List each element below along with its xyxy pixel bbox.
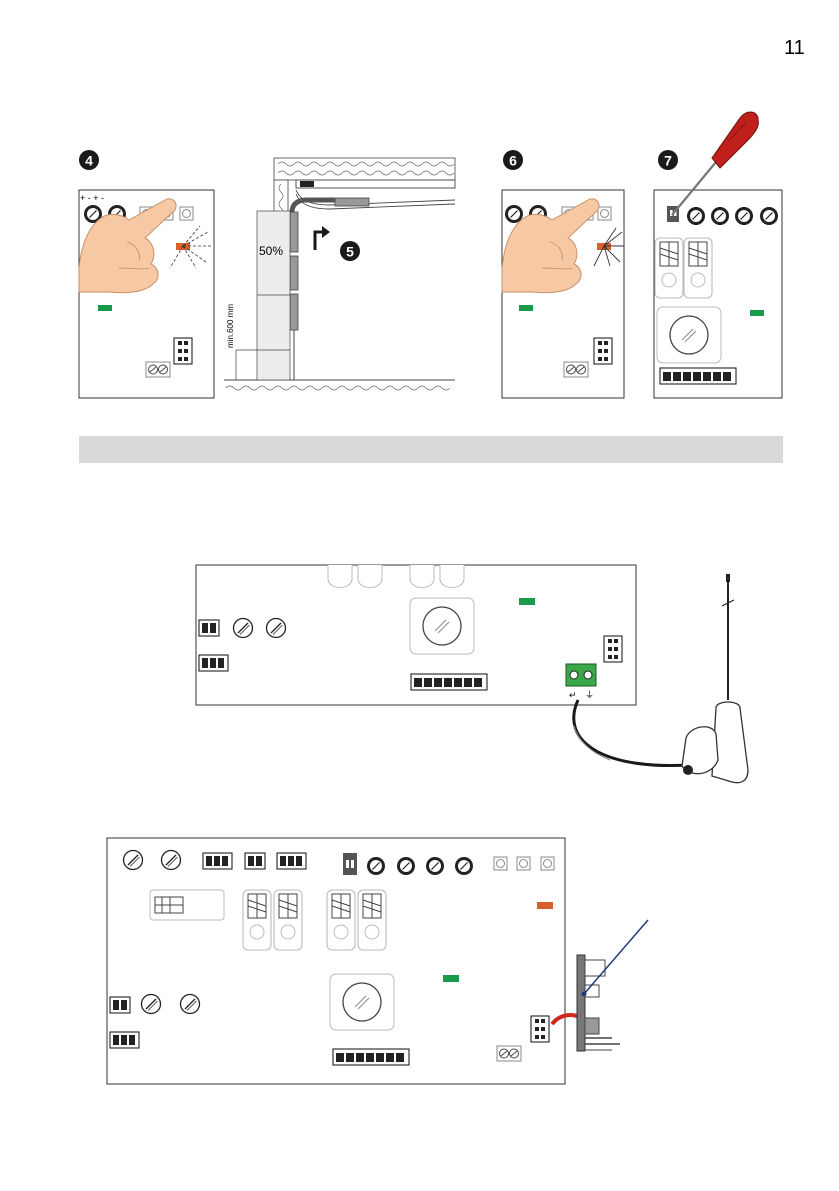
step-5-number: 5 — [346, 244, 354, 260]
terminal-ground-symbol: ⏚ — [585, 690, 594, 700]
section-heading-band — [79, 436, 783, 463]
antenna — [682, 574, 748, 783]
step-4-panel: 4 + - + - — [79, 150, 214, 398]
step-7-panel: 7 — [654, 112, 782, 398]
terminal-signal-symbol: ↵ — [569, 690, 577, 700]
step-6-number: 6 — [509, 153, 517, 169]
door-min-height-label: min.600 mm — [226, 304, 235, 348]
antenna-board-diagram: ↵ ⏚ — [196, 565, 748, 783]
step-5-door-diagram: 50% min.600 mm 5 — [224, 158, 455, 396]
page-number: 11 — [784, 38, 805, 58]
polarity-label: + - + - — [80, 193, 104, 203]
step-7-number: 7 — [664, 153, 672, 169]
side-module — [577, 955, 620, 1051]
step-4-number: 4 — [85, 153, 93, 169]
step-6-panel: 6 — [502, 150, 624, 398]
led-green — [98, 305, 112, 311]
control-board-diagram — [107, 838, 648, 1084]
door-percent-label: 50% — [259, 244, 283, 258]
